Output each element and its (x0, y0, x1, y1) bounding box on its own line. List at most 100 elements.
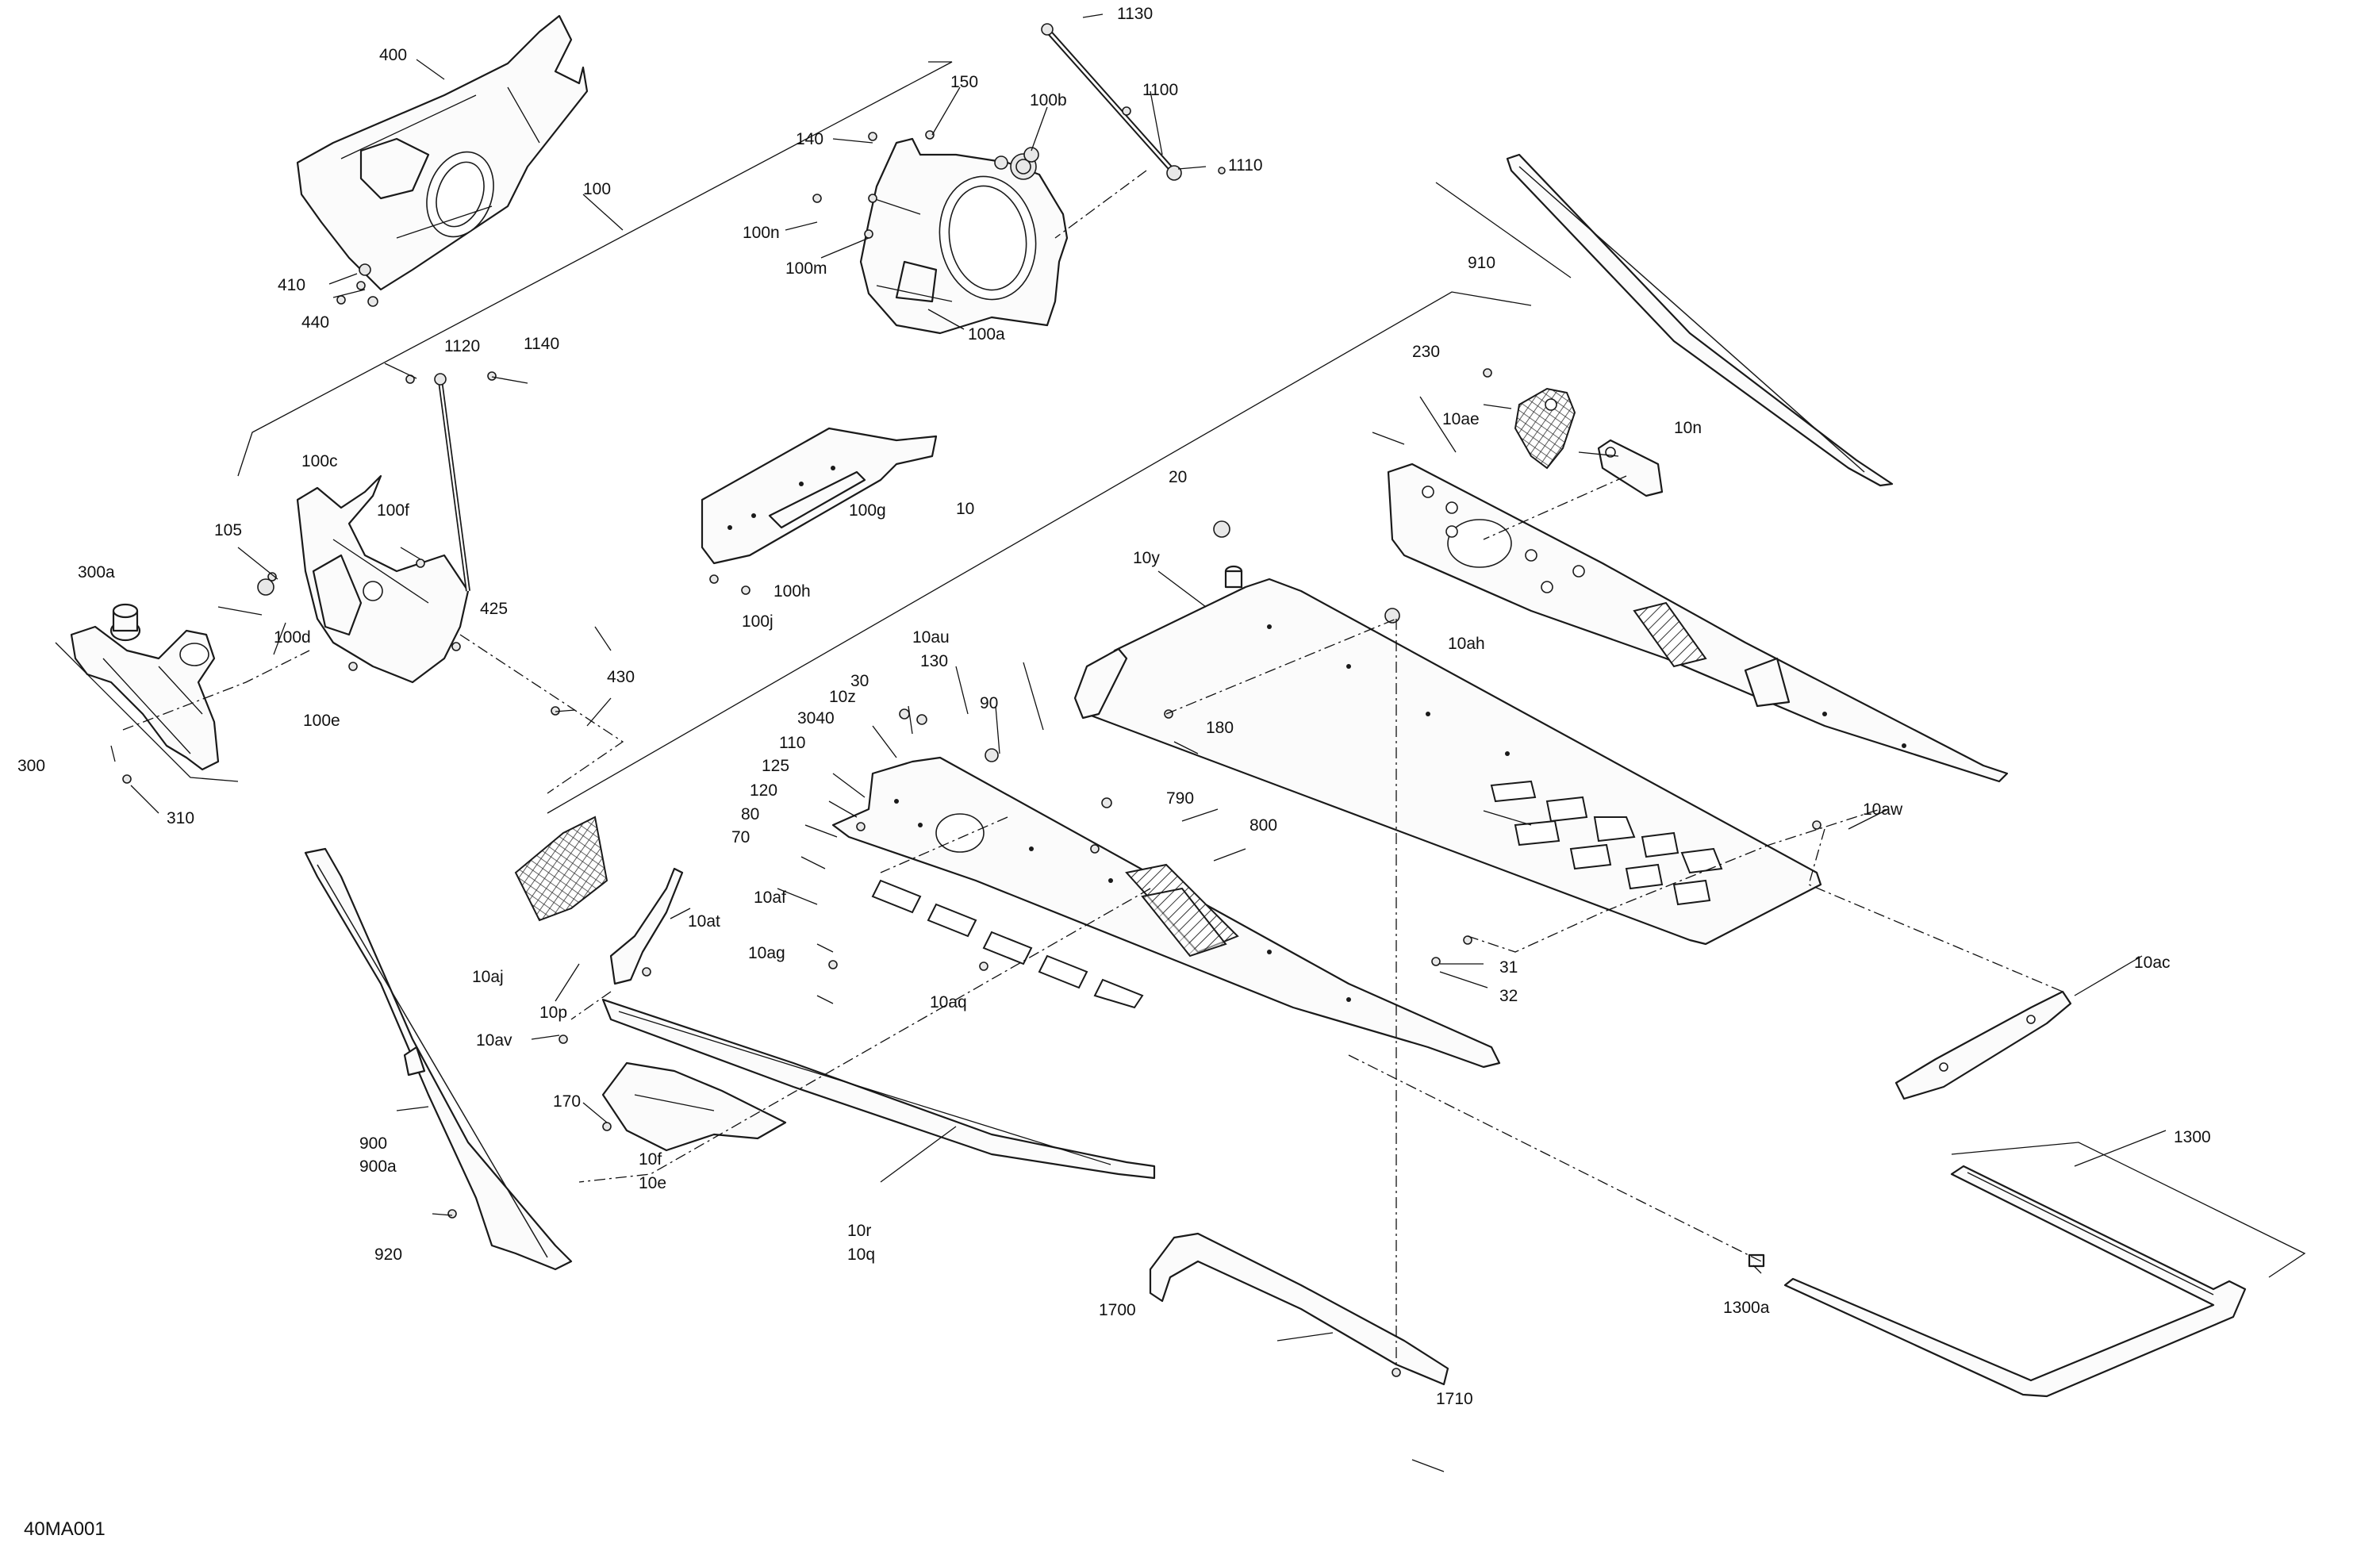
callout-100j: 100j (742, 612, 774, 631)
callout-10n: 10n (1674, 419, 1702, 437)
group-outline-300 (55, 642, 239, 782)
callout-920: 920 (374, 1246, 402, 1264)
callout-100n: 100n (743, 224, 780, 242)
callout-3040: 3040 (797, 709, 835, 727)
callout-130: 130 (920, 652, 948, 670)
callout-100h: 100h (774, 582, 811, 601)
callout-170: 170 (553, 1092, 581, 1111)
callout-140: 140 (796, 130, 823, 148)
callout-1130: 1130 (1117, 5, 1153, 23)
callout-10av: 10av (476, 1031, 512, 1050)
callout-100d: 100d (274, 628, 311, 647)
callout-10ag: 10ag (748, 944, 785, 962)
part-10ae-bracket (1514, 387, 1576, 470)
part-400-front-frame (296, 14, 589, 307)
callout-100e: 100e (303, 712, 340, 730)
callout-440: 440 (301, 313, 329, 332)
callout-100b: 100b (1030, 91, 1067, 109)
part-10n-bracket (1597, 439, 1664, 497)
callout-10e: 10e (639, 1174, 666, 1192)
part-1300a-clip (1748, 1253, 1765, 1268)
callout-10: 10 (956, 500, 974, 518)
callout-10q: 10q (847, 1246, 875, 1264)
callout-80: 80 (741, 805, 759, 823)
part-10r-running-board (601, 998, 1156, 1180)
part-10f-footrest-plate (601, 1061, 787, 1152)
part-10-tunnel-right (1387, 463, 2009, 783)
callout-105: 105 (214, 521, 242, 539)
callout-10aq: 10aq (930, 993, 967, 1011)
callout-30: 30 (850, 672, 869, 690)
callout-70: 70 (731, 828, 750, 846)
tunnel-left-vents (871, 879, 1144, 1009)
callout-10f: 10f (639, 1150, 662, 1169)
callout-110: 110 (779, 734, 805, 752)
tunnel-top-cutouts (1490, 780, 1723, 906)
callout-100m: 100m (785, 259, 827, 278)
callout-400: 400 (379, 46, 407, 64)
callout-150: 150 (950, 73, 978, 91)
callout-1710: 1710 (1436, 1390, 1473, 1408)
callout-910: 910 (1468, 254, 1495, 272)
callout-900a: 900a (359, 1157, 397, 1176)
callout-125: 125 (762, 757, 789, 775)
callout-1300: 1300 (2174, 1128, 2211, 1146)
part-10at-arm (609, 867, 684, 985)
assembly-lines (122, 170, 2063, 1365)
callout-90: 90 (980, 694, 998, 712)
callout-900: 900 (359, 1134, 387, 1153)
callout-800: 800 (1250, 816, 1277, 835)
callout-10au: 10au (912, 628, 950, 647)
part-1100-strut-rod (1041, 23, 1182, 181)
part-910-rail (1506, 153, 1894, 487)
part-100g-bracket (701, 427, 938, 565)
callout-1100: 1100 (1142, 81, 1178, 99)
callout-31: 31 (1499, 958, 1518, 977)
part-1700-rear-step (1149, 1232, 1449, 1386)
callout-10ac: 10ac (2134, 954, 2171, 972)
part-100c-steering-support (257, 373, 470, 684)
callout-790: 790 (1166, 789, 1194, 808)
callout-20: 20 (1169, 468, 1187, 486)
callout-32: 32 (1499, 987, 1518, 1005)
callout-1300a: 1300a (1723, 1299, 1770, 1317)
callout-10r: 10r (847, 1222, 871, 1240)
callout-100c: 100c (301, 452, 338, 470)
callout-100a: 100a (968, 325, 1005, 344)
diagram-code: 40MA001 (24, 1518, 106, 1540)
callout-10p: 10p (539, 1004, 567, 1022)
callout-300a: 300a (78, 563, 115, 582)
group-outline-100 (237, 61, 953, 477)
callout-10af: 10af (754, 889, 786, 907)
callout-1700: 1700 (1099, 1301, 1136, 1319)
part-1300-rear-bumper (1783, 1165, 2247, 1398)
callout-100f: 100f (377, 501, 409, 520)
callout-120: 120 (750, 781, 777, 800)
callout-10ah: 10ah (1448, 635, 1485, 653)
callout-labels: 400 100 410 440 1130 1100 100b 150 140 1… (17, 5, 2211, 1540)
callout-410: 410 (278, 276, 305, 294)
callout-100g: 100g (849, 501, 886, 520)
callout-1110: 1110 (1228, 156, 1263, 175)
callout-10z: 10z (829, 688, 856, 706)
part-300-front-support (70, 603, 220, 771)
group-outline-10 (547, 291, 1532, 814)
callout-310: 310 (167, 809, 194, 827)
callout-425: 425 (480, 600, 508, 618)
part-10-tunnel-left (831, 756, 1501, 1069)
part-900-side-rail (304, 847, 573, 1271)
callout-10aj: 10aj (472, 968, 504, 986)
callout-1120: 1120 (444, 337, 480, 355)
callout-100: 100 (583, 180, 611, 198)
leader-lines (110, 13, 2167, 1472)
callout-10y: 10y (1133, 549, 1160, 567)
part-10ac-bracket (1894, 990, 2072, 1100)
group-outline-1300 (1951, 1142, 2306, 1278)
part-10aj-mesh-plate (514, 816, 608, 922)
part-100a-bulkhead (859, 137, 1069, 335)
callout-10ae: 10ae (1442, 410, 1480, 428)
callout-430: 430 (607, 668, 635, 686)
callout-180: 180 (1206, 719, 1234, 737)
callout-300: 300 (17, 757, 45, 775)
